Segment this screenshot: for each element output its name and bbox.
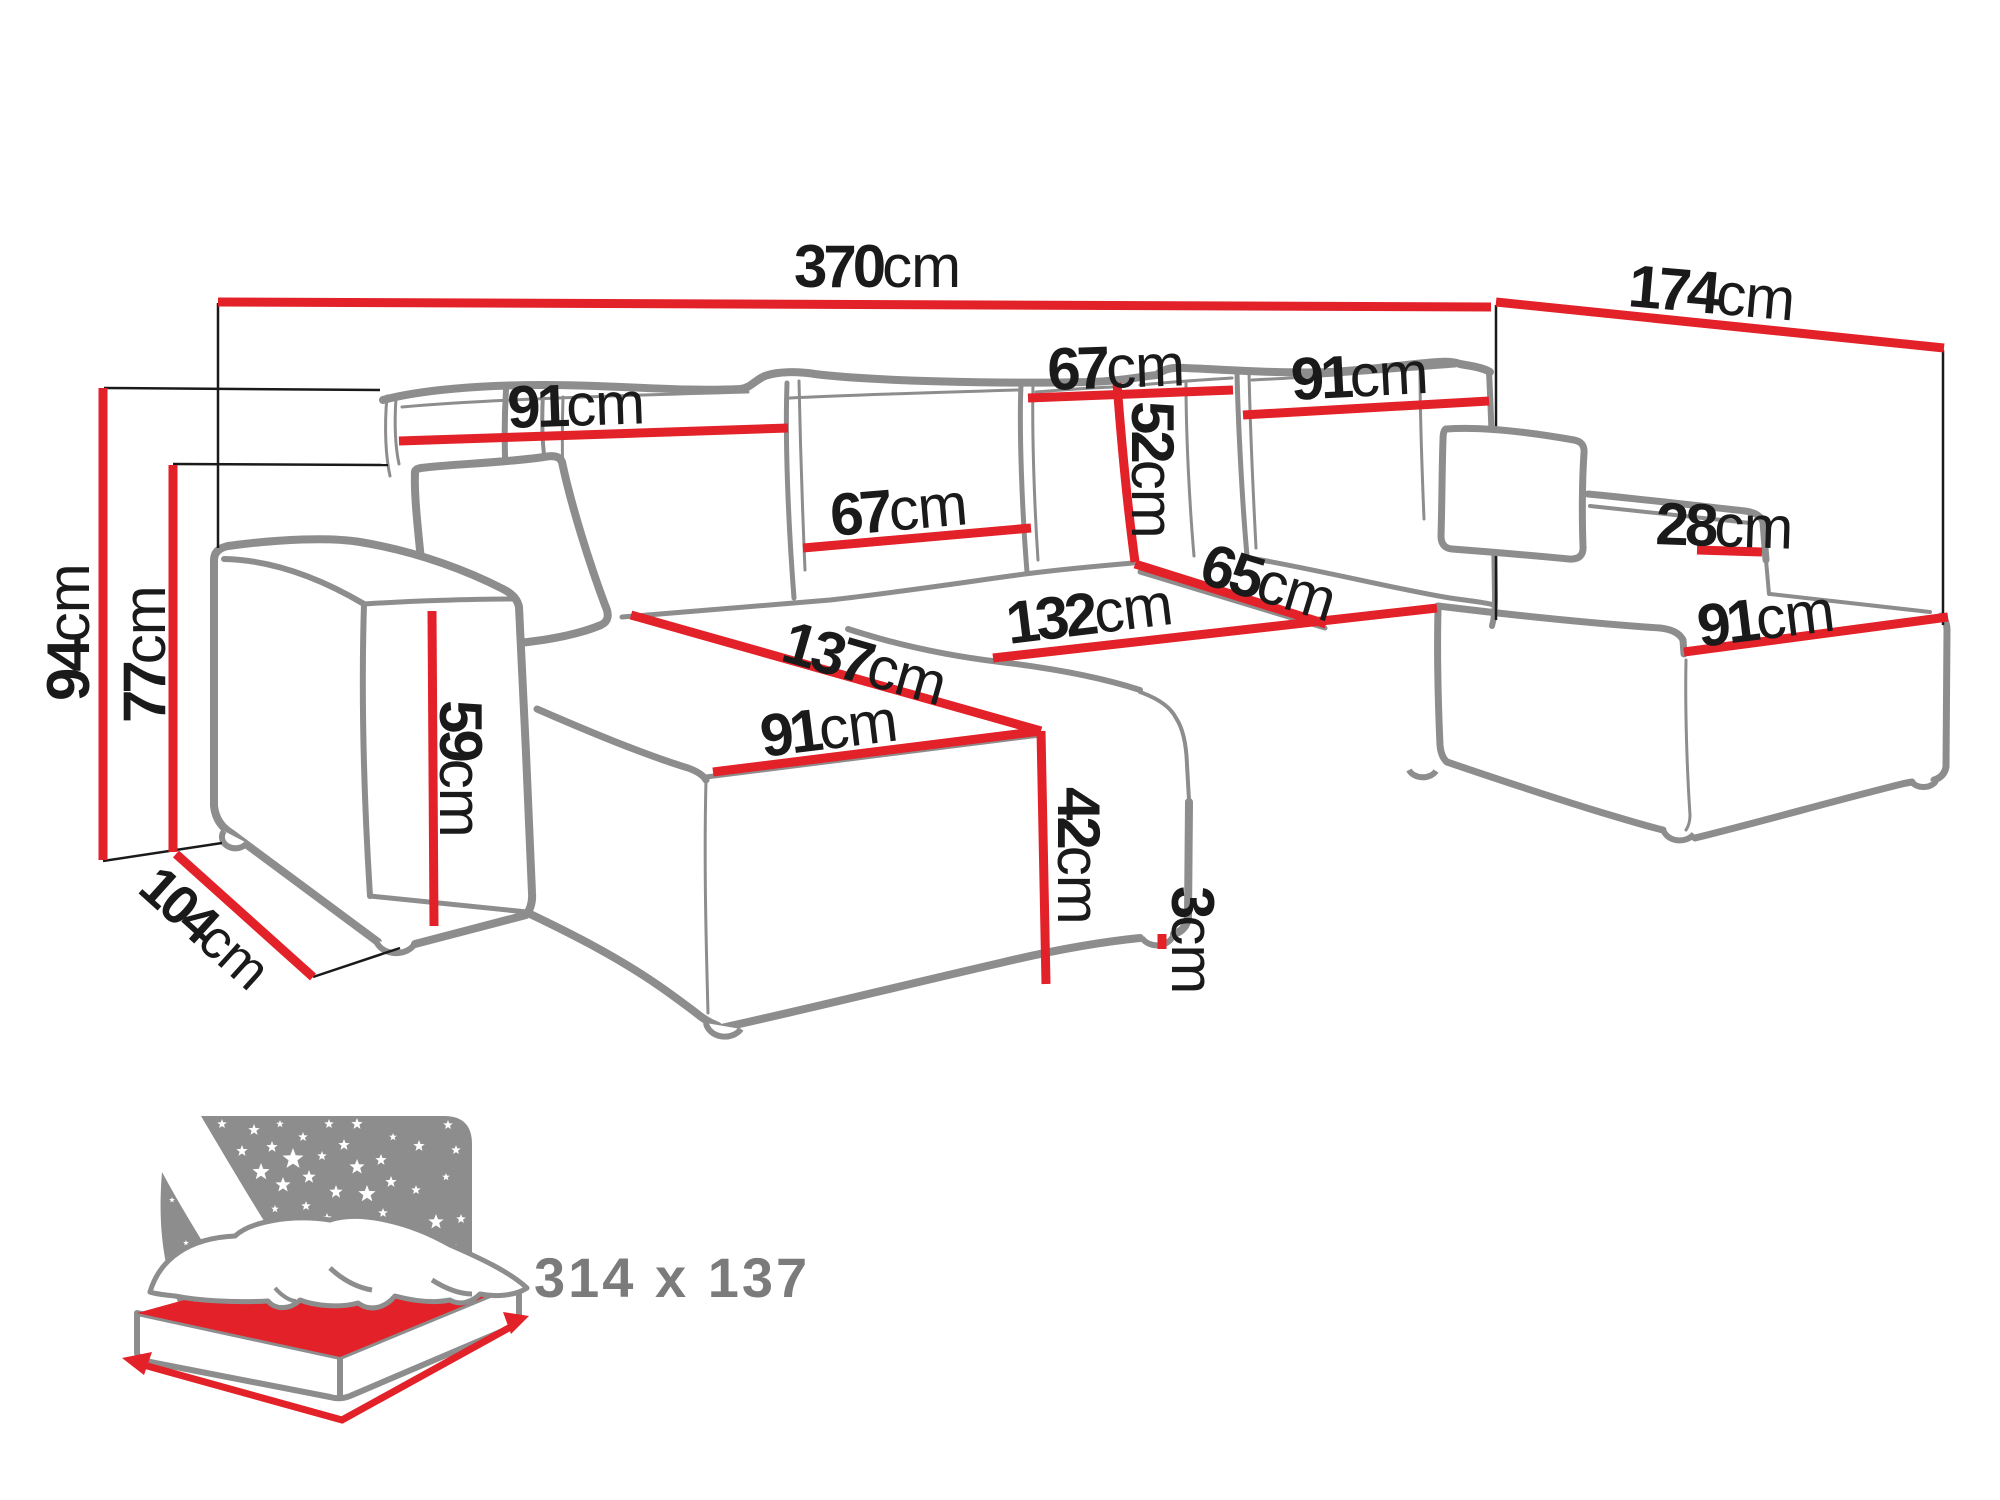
svg-text:42cm: 42cm — [1045, 787, 1112, 924]
svg-text:28cm: 28cm — [1655, 490, 1794, 562]
svg-text:174cm: 174cm — [1626, 252, 1797, 333]
svg-text:94cm: 94cm — [35, 564, 102, 701]
svg-text:91cm: 91cm — [1289, 339, 1429, 413]
svg-text:67cm: 67cm — [827, 470, 969, 549]
svg-text:3cm: 3cm — [1159, 886, 1226, 993]
svg-text:67cm: 67cm — [1046, 331, 1185, 403]
svg-text:52cm: 52cm — [1119, 401, 1186, 538]
svg-text:132cm: 132cm — [1002, 570, 1175, 657]
svg-text:370cm: 370cm — [794, 233, 960, 300]
svg-text:91cm: 91cm — [506, 369, 645, 441]
svg-text:91cm: 91cm — [1693, 577, 1837, 660]
svg-text:59cm: 59cm — [427, 700, 494, 837]
svg-text:77cm: 77cm — [111, 586, 178, 723]
svg-text:91cm: 91cm — [756, 687, 900, 770]
svg-text:314 x 137: 314 x 137 — [534, 1246, 810, 1309]
